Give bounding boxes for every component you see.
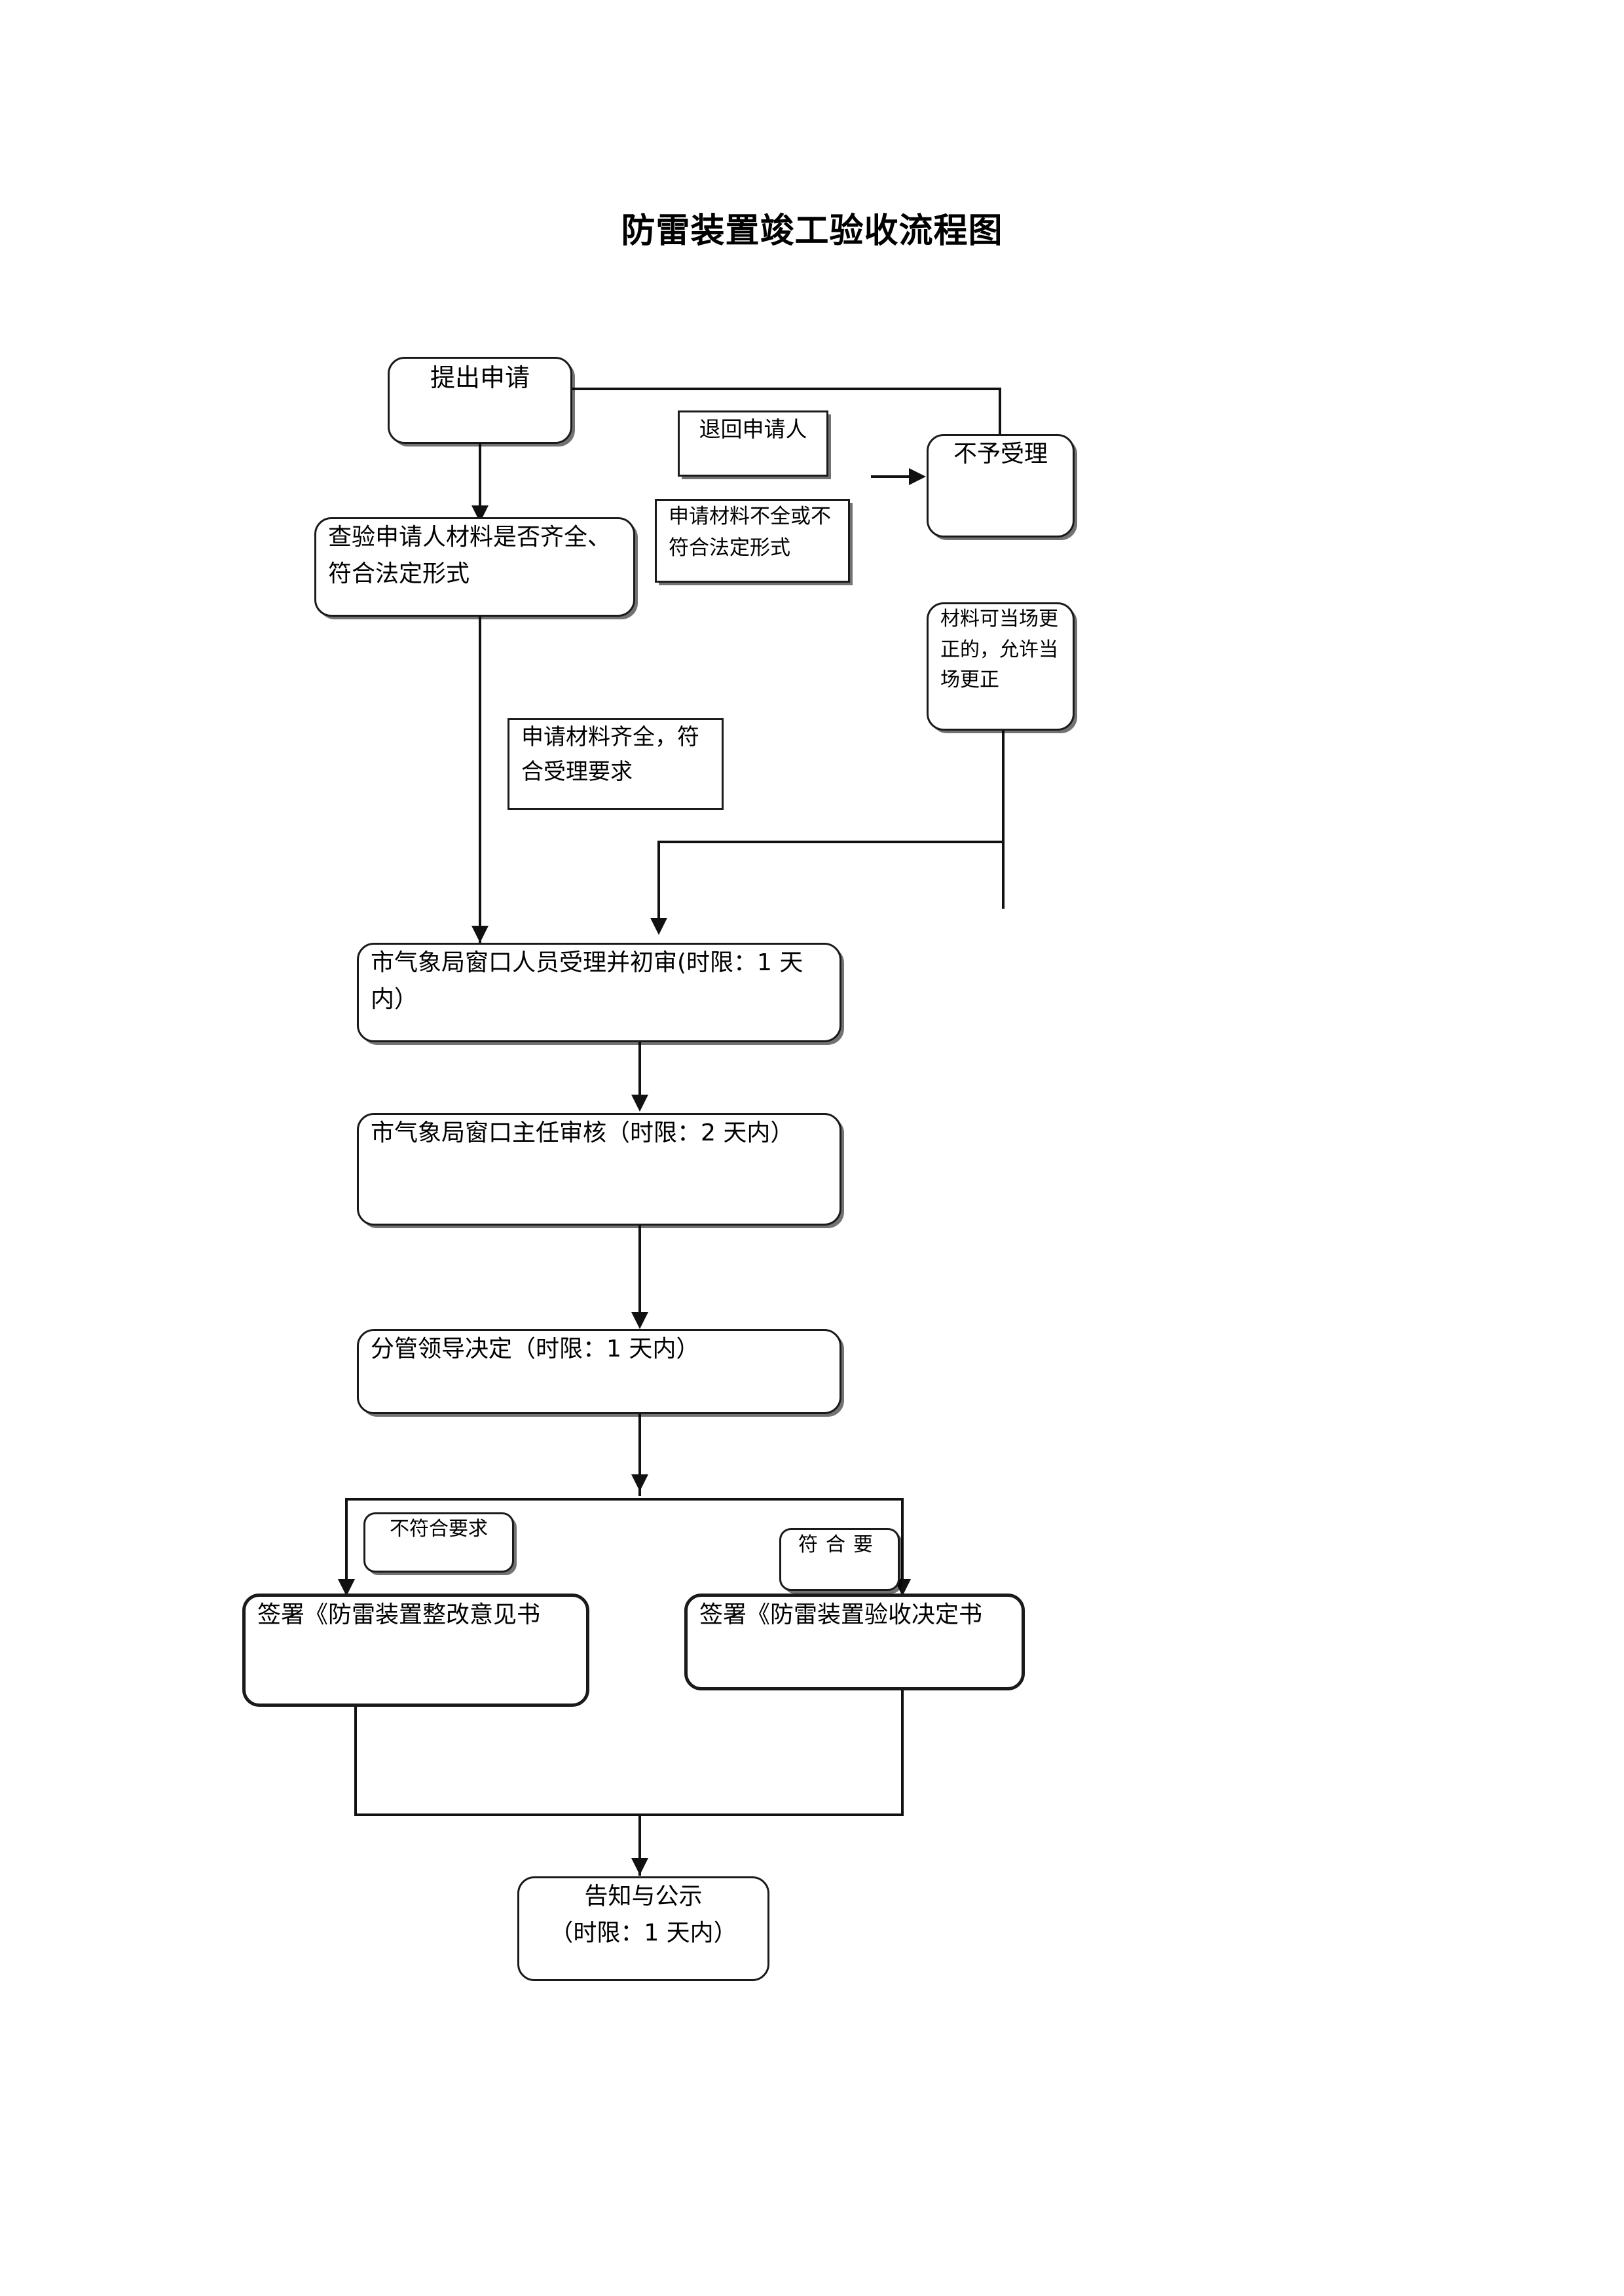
node-notify-and-publicize-label: 告知与公示 （时限：1 天内） (549, 1883, 737, 1946)
arrow-into-splitbar (631, 1474, 648, 1491)
node-window-director-review[interactable]: 市气象局窗口主任审核（时限：2 天内） (357, 1113, 841, 1226)
node-onsite-correction[interactable]: 材料可当场更正的，允许当场更正 (927, 602, 1075, 731)
connector-onsite-down (1002, 729, 1005, 909)
arrow-into-staffreview-left (471, 926, 489, 943)
node-leader-decision-label: 分管领导决定（时限：1 天内） (371, 1336, 700, 1362)
connector-onsite-to-staffreview (657, 841, 660, 927)
node-onsite-correction-label: 材料可当场更正的，允许当场更正 (940, 608, 1058, 691)
connector-director-to-leader (638, 1224, 641, 1326)
branch-label-qualified-text: 符合要 (798, 1533, 881, 1556)
arrow-into-notaccepted (909, 468, 926, 485)
node-check-application-materials-label: 查验申请人材料是否齐全、符合法定形式 (328, 524, 612, 587)
connector-split-right-down (901, 1498, 904, 1594)
connector-notaccepted-up (999, 388, 1001, 435)
arrow-into-rectification (338, 1579, 355, 1596)
connector-merge-bar (354, 1813, 904, 1816)
node-window-director-review-label: 市气象局窗口主任审核（时限：2 天内） (371, 1120, 794, 1146)
connector-apply-to-check (479, 443, 481, 517)
connector-merge-to-notify (638, 1813, 641, 1876)
branch-label-qualified[interactable]: 符合要 (779, 1528, 900, 1591)
node-leader-decision[interactable]: 分管领导决定（时限：1 天内） (357, 1329, 841, 1414)
node-materials-incomplete[interactable]: 申请材料不全或不符合法定形式 (655, 499, 850, 583)
node-sign-acceptance-decision[interactable]: 签署《防雷装置验收决定书 (684, 1594, 1025, 1690)
node-return-to-applicant[interactable]: 退回申请人 (678, 410, 828, 477)
connector-staffreview-to-director (638, 1041, 641, 1106)
arrow-into-director (631, 1095, 648, 1112)
node-return-to-applicant-label: 退回申请人 (699, 416, 807, 442)
node-sign-rectification-notice[interactable]: 签署《防雷装置整改意见书 (242, 1594, 589, 1707)
branch-label-not-qualified-text: 不符合要求 (390, 1518, 488, 1540)
connector-split-left-down (345, 1498, 348, 1594)
branch-label-not-qualified[interactable]: 不符合要求 (363, 1512, 514, 1573)
connector-check-to-staffreview (479, 615, 481, 943)
connector-onsite-left (657, 841, 1005, 843)
page-title: 防雷装置竣工验收流程图 (621, 211, 1003, 251)
node-sign-rectification-notice-label: 签署《防雷装置整改意见书 (257, 1601, 541, 1628)
arrow-into-notify (631, 1858, 648, 1875)
node-submit-application[interactable]: 提出申请 (388, 357, 572, 444)
arrow-into-leader (631, 1312, 648, 1329)
node-check-application-materials[interactable]: 查验申请人材料是否齐全、符合法定形式 (314, 517, 635, 617)
node-window-staff-review-label: 市气象局窗口人员受理并初审(时限：1 天内） (371, 949, 803, 1013)
node-not-accepted[interactable]: 不予受理 (927, 434, 1075, 538)
node-not-accepted-label: 不予受理 (953, 441, 1048, 467)
node-submit-application-label: 提出申请 (430, 363, 530, 392)
node-window-staff-review[interactable]: 市气象局窗口人员受理并初审(时限：1 天内） (357, 943, 841, 1042)
arrow-into-staffreview-right (650, 918, 667, 935)
node-materials-complete[interactable]: 申请材料齐全，符合受理要求 (507, 718, 724, 810)
connector-acceptance-down (901, 1689, 904, 1815)
connector-leader-down (638, 1401, 641, 1496)
node-materials-complete-label: 申请材料齐全，符合受理要求 (521, 724, 699, 785)
connector-rectification-down (354, 1705, 357, 1815)
connector-return-to-notaccepted (871, 475, 910, 478)
connector-notaccepted-to-apply-horizontal (517, 388, 1001, 390)
node-notify-and-publicize[interactable]: 告知与公示 （时限：1 天内） (517, 1876, 769, 1981)
node-sign-acceptance-decision-label: 签署《防雷装置验收决定书 (699, 1601, 983, 1628)
node-materials-incomplete-label: 申请材料不全或不符合法定形式 (669, 505, 831, 560)
connector-split-bar (345, 1498, 904, 1501)
